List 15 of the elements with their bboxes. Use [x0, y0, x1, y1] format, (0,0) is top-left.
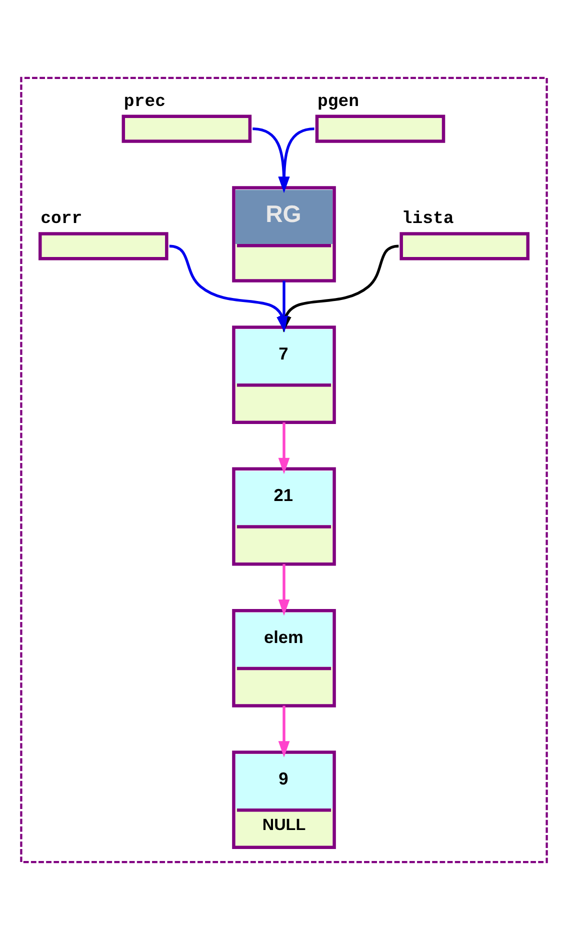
arrow — [278, 706, 290, 758]
node-box: RG — [232, 186, 336, 282]
node-label: corr — [40, 210, 82, 230]
arrow — [278, 564, 290, 616]
node-box: 9 NULL — [232, 750, 336, 850]
node-label: lista — [402, 210, 454, 230]
arrow — [252, 127, 290, 193]
node-label: prec — [124, 92, 166, 112]
node-box: elem — [232, 608, 336, 708]
node-box: 21 — [232, 467, 336, 566]
node-box: 7 — [232, 326, 336, 424]
cluster — [20, 76, 548, 864]
arrow — [278, 127, 314, 193]
node-label: pgen — [318, 92, 360, 112]
arrow — [278, 422, 290, 474]
